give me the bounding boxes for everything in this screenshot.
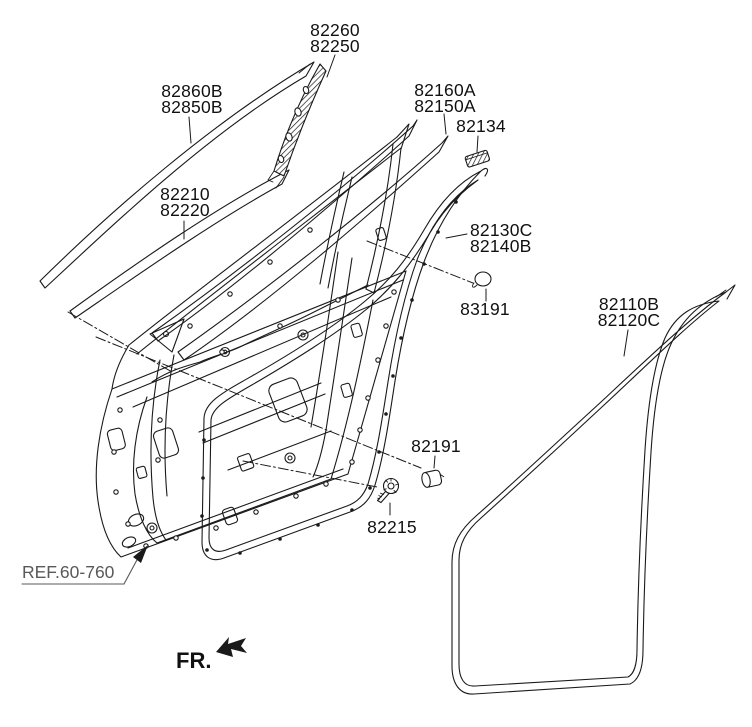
- weatherstrip-82110-drawing: [451, 284, 736, 695]
- alignment-dash-dot-lines: [67, 240, 474, 488]
- part-label-82191: 82191: [411, 436, 461, 456]
- moulding-82210-drawing: [69, 169, 290, 319]
- moulding-82860-drawing: [39, 61, 315, 289]
- part-label-82860B: 82860B: [161, 81, 223, 101]
- part-label-82160A: 82160A: [414, 80, 476, 100]
- part-label-82850B: 82850B: [161, 97, 223, 117]
- part-label-82140B: 82140B: [470, 236, 532, 256]
- part-label-82110B: 82110B: [599, 294, 659, 314]
- ref-note-label: REF.60-760: [22, 562, 115, 582]
- part-label-82260: 82260: [310, 20, 360, 40]
- part-label-82215: 82215: [367, 517, 417, 537]
- plug-82191-drawing: [421, 469, 445, 488]
- part-label-82220: 82220: [160, 200, 210, 220]
- clip-82134-drawing: [464, 149, 491, 168]
- leader-lines: [183, 54, 629, 516]
- ref-callout-lines: [21, 557, 139, 585]
- part-label-82134: 82134: [456, 116, 506, 136]
- part-label-82130C: 82130C: [470, 220, 533, 240]
- part-label-82150A: 82150A: [414, 96, 476, 116]
- grommet-83191-drawing: [472, 271, 492, 288]
- screw-82215-drawing: [376, 477, 400, 504]
- door-panel-drawing: [95, 123, 410, 558]
- part-label-83191: 83191: [460, 299, 510, 319]
- part-label-82120C: 82120C: [598, 310, 661, 330]
- fr-direction-label: FR.: [176, 648, 211, 673]
- pillar-garnish-82260-drawing: [267, 63, 327, 183]
- part-label-82250: 82250: [310, 36, 360, 56]
- belt-moulding-82160-drawing: [151, 119, 449, 361]
- part-label-82210: 82210: [160, 184, 210, 204]
- weatherstrip-82130-drawing: [200, 167, 489, 561]
- fr-direction-arrow-icon: [216, 637, 247, 657]
- ref-arrowhead: [133, 545, 148, 563]
